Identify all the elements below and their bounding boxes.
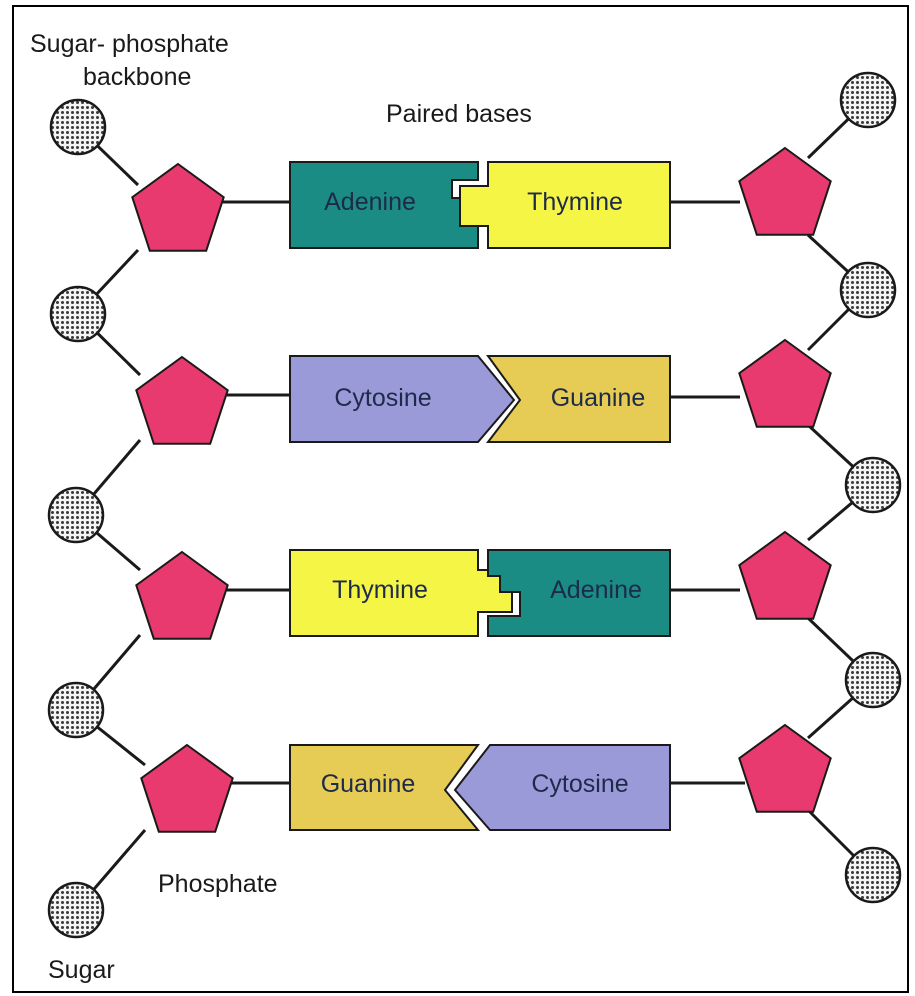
base-label-left-1: Adenine <box>324 188 416 216</box>
sugar-pentagon <box>739 725 830 812</box>
phosphate-sphere <box>846 653 900 707</box>
base-pair-4: Guanine Cytosine <box>290 745 670 830</box>
sugar-label: Sugar <box>48 956 115 984</box>
base-pair-3: Thymine Adenine <box>290 550 670 636</box>
phosphate-sphere <box>49 883 103 937</box>
sugar-pentagon <box>141 745 232 832</box>
phosphate-sphere <box>49 488 103 542</box>
base-label-right-2: Guanine <box>551 384 646 412</box>
phosphate-sphere <box>841 263 895 317</box>
paired-bases-label: Paired bases <box>386 100 532 128</box>
phosphate-sphere <box>841 73 895 127</box>
phosphate-sphere <box>846 458 900 512</box>
base-label-left-2: Cytosine <box>334 384 431 412</box>
base-label-left-3: Thymine <box>332 576 428 604</box>
base-label-left-4: Guanine <box>321 770 416 798</box>
base-label-right-4: Cytosine <box>531 770 628 798</box>
base-pair-1: Adenine Thymine <box>290 162 670 248</box>
sugar-pentagons <box>132 148 830 832</box>
phosphate-label: Phosphate <box>158 870 278 898</box>
phosphate-sphere <box>51 100 105 154</box>
sugar-pentagon <box>132 164 223 251</box>
sugar-pentagon <box>136 552 227 639</box>
backbone-label-line1: Sugar- phosphate <box>30 30 229 58</box>
backbone-label-line2: backbone <box>83 63 191 91</box>
phosphate-sphere <box>846 848 900 902</box>
base-label-right-3: Adenine <box>550 576 642 604</box>
phosphate-sphere <box>51 287 105 341</box>
sugar-pentagon <box>739 148 830 235</box>
base-label-right-1: Thymine <box>527 188 623 216</box>
phosphate-sphere <box>49 683 103 737</box>
diagram-frame <box>13 6 908 992</box>
sugar-pentagon <box>136 357 227 444</box>
base-pair-2: Cytosine Guanine <box>290 356 670 442</box>
sugar-pentagon <box>739 532 830 619</box>
sugar-pentagon <box>739 340 830 427</box>
